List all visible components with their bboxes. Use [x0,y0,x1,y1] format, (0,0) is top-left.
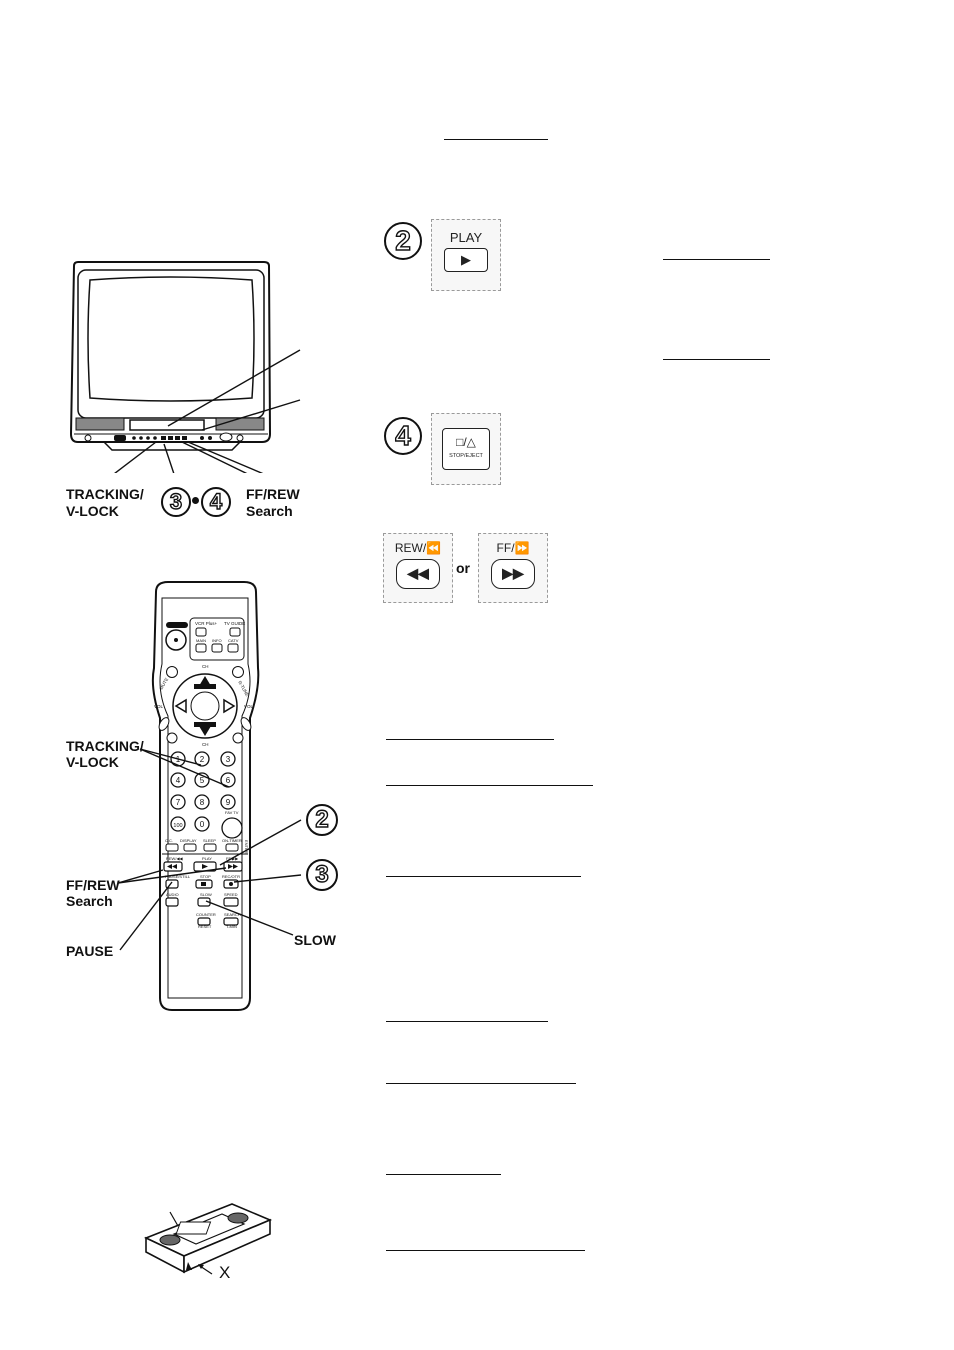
section-rule-4 [386,1021,548,1022]
svg-text:REW/◀◀: REW/◀◀ [166,856,184,861]
play-key-label: PLAY [449,230,483,245]
svg-text:C.C.: C.C. [165,838,173,843]
svg-text:INFO: INFO [212,638,222,643]
step-4-marker: 4 [384,417,422,455]
or-label: or [456,560,470,576]
remote-vlock-label: V-LOCK [66,754,119,770]
svg-text:9: 9 [226,798,231,807]
svg-text:MUTE: MUTE [159,677,170,691]
svg-text:8: 8 [200,798,205,807]
stop-eject-label: STOP/EJECT [449,453,483,459]
stop-eject-icon: □/△ [456,435,476,449]
section-rule-5 [386,1083,576,1084]
remote-control-illustration: VCR Plus+ TV GUIDE MAIN INFO CATV MUTE R… [151,581,260,1011]
remote-tracking-label: TRACKING/ [66,738,144,754]
rew-key-panel: REW/⏪ ◀◀ [383,533,453,603]
rew-icon: ◀◀ [407,565,429,581]
tv-search-label: Search [246,503,293,519]
remote-slow-label: SLOW [294,932,336,948]
svg-text:RESET: RESET [198,924,212,929]
svg-text:T-MIN: T-MIN [226,924,237,929]
rew-key-label: REW/⏪ [394,541,442,555]
ff-key-label: FF/⏩ [496,541,530,555]
section-rule-6 [386,1174,501,1175]
svg-text:VCR Plus+: VCR Plus+ [195,621,218,626]
section-rule-3 [386,876,581,877]
svg-text:4: 4 [176,776,181,785]
svg-text:MAIN: MAIN [196,638,206,643]
remote-callout-lines [117,748,302,951]
svg-text:TV GUIDE: TV GUIDE [224,621,245,626]
tv-ffrew-label: FF/REW [246,486,300,502]
svg-text:PLAY: PLAY [202,856,212,861]
svg-text:STOP: STOP [200,874,211,879]
stop-eject-button[interactable]: □/△ STOP/EJECT [442,428,490,470]
play-icon: ▶ [461,252,471,267]
svg-text:VOL: VOL [154,704,164,709]
svg-text:SLOW: SLOW [200,892,212,897]
tv-step-4-marker: 4 [201,487,231,517]
svg-text:CH: CH [202,664,209,669]
svg-text:5: 5 [200,776,205,785]
section-rule-1 [386,739,554,740]
ff-button[interactable]: ▶▶ [491,559,535,589]
svg-text:SEARCH: SEARCH [224,912,241,917]
tv-step-3-marker: 3 [161,487,191,517]
rew-button[interactable]: ◀◀ [396,559,440,589]
svg-text:SPEED: SPEED [224,892,238,897]
play-key-panel: PLAY ▶ [431,219,501,291]
svg-text:FAV TV: FAV TV [225,810,239,815]
remote-pause-label: PAUSE [66,943,114,959]
svg-text:ON-TIMER: ON-TIMER [222,838,242,843]
svg-text:0: 0 [200,820,205,829]
svg-text:2: 2 [200,755,205,764]
svg-text:REC/OTR: REC/OTR [222,874,240,879]
svg-text:DISPLAY: DISPLAY [180,838,197,843]
svg-text:100: 100 [173,823,182,829]
section-rule-2 [386,785,593,786]
svg-text:AUDIO: AUDIO [166,892,179,897]
svg-text:PAUSE/STILL: PAUSE/STILL [165,874,191,879]
tv-vlock-label: V-LOCK [66,503,119,519]
remote-step-2-marker: 2 [306,804,338,836]
remote-ffrew-label: FF/REW [66,877,120,893]
svg-text:SLEEP: SLEEP [203,838,216,843]
svg-text:6: 6 [226,776,231,785]
ff-icon: ▶▶ [502,565,524,581]
svg-text:7: 7 [176,798,181,807]
step-2-marker: 2 [384,222,422,260]
cassette-mark: X [219,1263,231,1282]
remote-search-label: Search [66,893,113,909]
cassette-illustration [143,1203,273,1275]
svg-text:CATV: CATV [228,638,239,643]
ff-key-panel: FF/⏩ ▶▶ [478,533,548,603]
tv-tracking-label: TRACKING/ [66,486,144,502]
svg-text:CH: CH [202,742,209,747]
stop-eject-key-panel: □/△ STOP/EJECT [431,413,501,485]
svg-text:COUNTER: COUNTER [196,912,216,917]
section-rule-7 [386,1250,585,1251]
remote-step-3-marker: 3 [306,859,338,891]
tv-vcr-illustration [69,261,301,473]
heading-rule-1 [663,259,770,260]
svg-text:ENTER: ENTER [244,840,249,854]
play-button[interactable]: ▶ [444,248,488,272]
step-separator-dot [192,497,199,504]
svg-text:VOL: VOL [244,704,254,709]
title-underline [444,139,548,140]
svg-text:3: 3 [226,755,231,764]
heading-rule-2 [663,359,770,360]
